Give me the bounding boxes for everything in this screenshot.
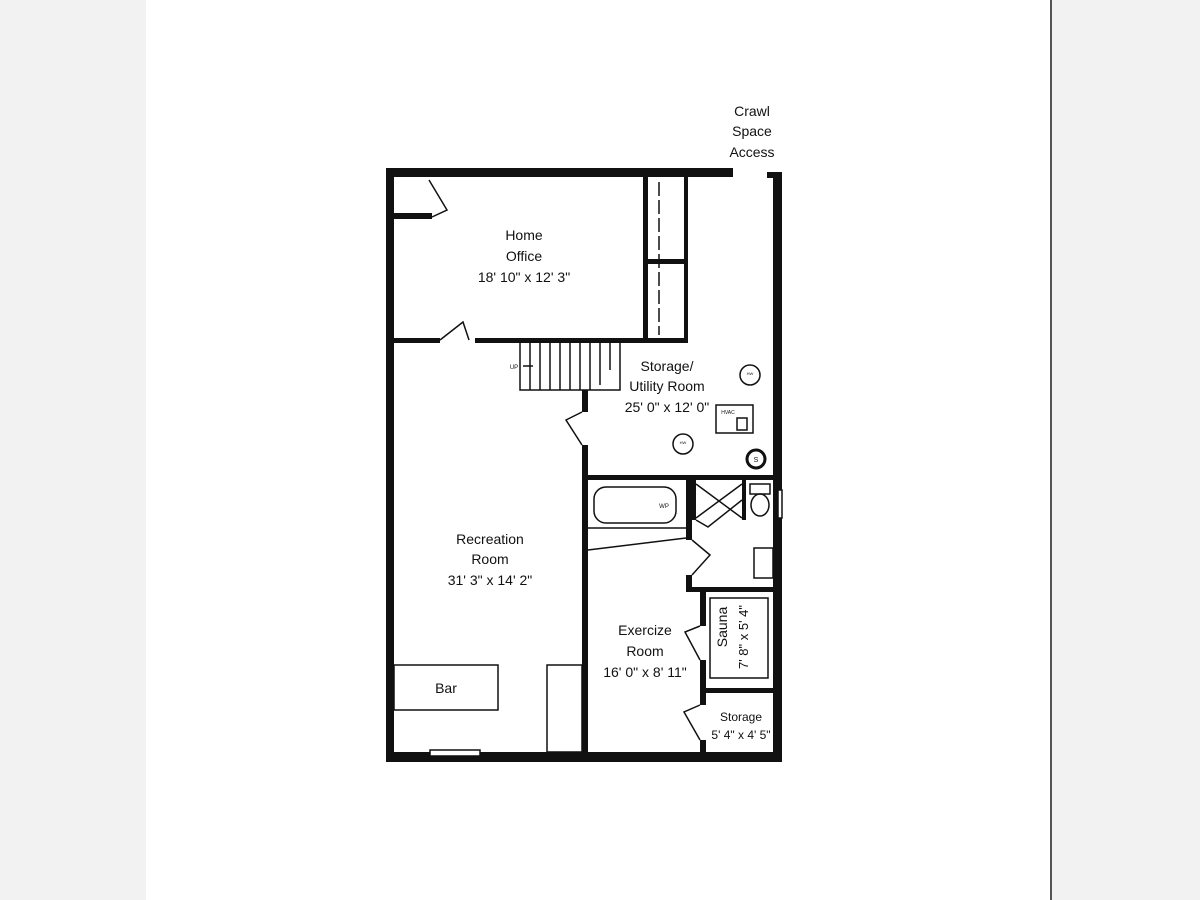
vanity-sink xyxy=(753,547,774,579)
door-swing-closet xyxy=(428,179,449,218)
sauna-bench xyxy=(709,597,769,679)
wall-utility-south xyxy=(588,475,773,480)
wall-sauna-a xyxy=(700,592,706,626)
wall-small-closet xyxy=(394,213,432,219)
stairs-up-label: UP xyxy=(510,365,518,371)
home-office-size: 18' 10" x 12' 3" xyxy=(478,269,570,285)
shower-wall-east xyxy=(742,480,746,520)
water-heater-1 xyxy=(739,364,761,386)
sauna-label: Sauna xyxy=(714,607,730,648)
sauna-size: 7' 8" x 5' 4" xyxy=(736,605,751,669)
utility-label-1: Storage/ xyxy=(641,358,694,374)
wall-bath-south xyxy=(686,587,773,592)
crawl-space-label-2: Space xyxy=(732,123,772,139)
crawl-space-label-1: Crawl xyxy=(734,103,770,119)
window-bath xyxy=(777,489,783,519)
shower-x2 xyxy=(695,483,743,519)
wall-bath-b xyxy=(686,575,692,592)
water-heater-label-1: HW xyxy=(747,371,754,376)
wall-office-south-b xyxy=(475,338,688,343)
wall-north xyxy=(386,168,733,177)
crawl-space-label-3: Access xyxy=(729,144,774,160)
recreation-label-1: Recreation xyxy=(456,531,524,547)
utility-size: 25' 0" x 12' 0" xyxy=(625,399,710,415)
bathtub xyxy=(593,486,677,524)
hvac-unit xyxy=(715,404,754,434)
bar-back-counter xyxy=(546,664,583,753)
water-heater-label-2: HW xyxy=(680,440,687,445)
recreation-size: 31' 3" x 14' 2" xyxy=(448,572,533,588)
wall-closet-divider xyxy=(643,259,688,264)
wall-rec-utility-b xyxy=(582,445,588,752)
recreation-label-2: Room xyxy=(471,551,508,567)
toilet-bowl xyxy=(750,493,770,517)
exercise-label-2: Room xyxy=(626,643,663,659)
door-swing-bath xyxy=(691,539,712,576)
door-swing-sauna xyxy=(683,625,701,661)
sump-label: S xyxy=(754,457,759,464)
exercise-size: 16' 0" x 8' 11" xyxy=(603,664,687,680)
door-swing-utility xyxy=(564,411,583,446)
tub-label: WP xyxy=(659,504,669,510)
home-office-label-2: Office xyxy=(506,248,543,264)
storage-size: 5' 4" x 4' 5" xyxy=(711,728,770,742)
wall-east xyxy=(773,172,782,762)
wall-office-south-a xyxy=(394,338,440,343)
stair-treads xyxy=(529,342,611,390)
wall-west xyxy=(386,168,394,762)
wall-storage-west-top xyxy=(700,693,706,705)
door-swing-office xyxy=(439,320,470,341)
water-heater-2 xyxy=(672,433,694,455)
wall-bath-a xyxy=(686,480,692,540)
utility-label-2: Utility Room xyxy=(629,378,704,394)
wall-sauna-b xyxy=(700,660,706,694)
hvac-label: HVAC xyxy=(721,410,735,416)
storage-label: Storage xyxy=(720,710,762,724)
bath-divider xyxy=(587,537,687,551)
bar-counter xyxy=(393,664,499,711)
paper-page xyxy=(146,0,1052,900)
walls xyxy=(386,168,782,762)
bar-label: Bar xyxy=(435,680,457,696)
hvac-panel xyxy=(736,417,748,431)
exercise-label-1: Exercize xyxy=(618,622,672,638)
wall-rec-utility-a xyxy=(582,390,588,412)
shower-wall xyxy=(692,480,696,520)
door-swing-storage xyxy=(682,704,701,741)
sump-pit xyxy=(745,448,767,470)
wall-storage-west xyxy=(700,740,706,752)
toilet-tank xyxy=(749,483,771,495)
window xyxy=(429,749,481,757)
wall-storage-north xyxy=(700,688,773,693)
wall-south xyxy=(386,752,782,762)
home-office-label-1: Home xyxy=(505,227,543,243)
